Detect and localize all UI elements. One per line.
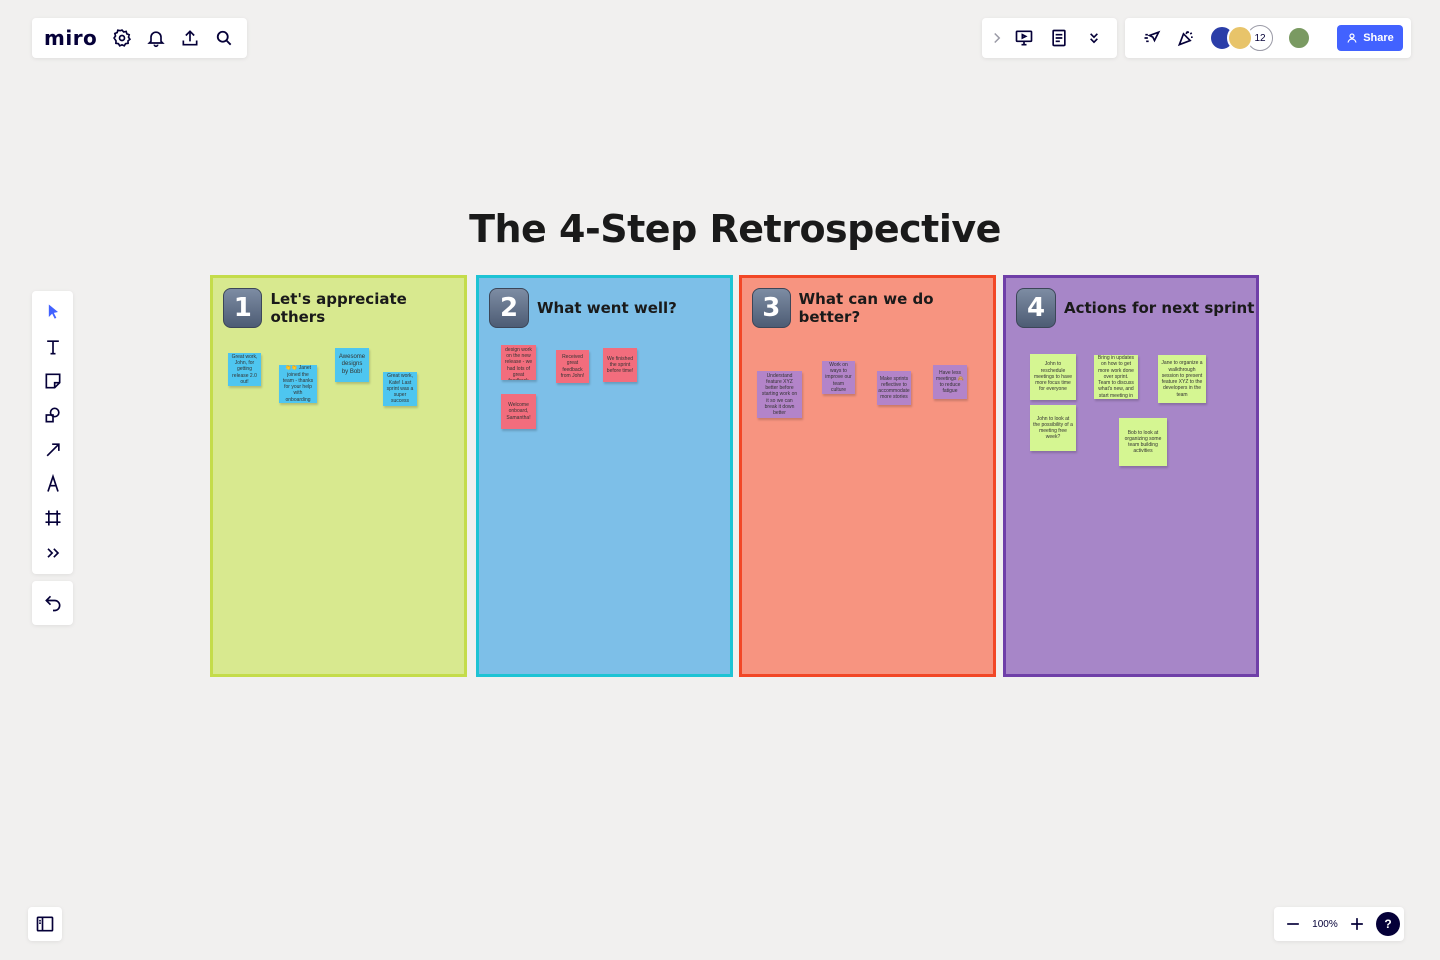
creation-toolbar <box>32 291 73 574</box>
collaborator-avatar[interactable] <box>1227 25 1253 51</box>
plus-icon <box>1351 918 1363 930</box>
step-number-badge[interactable]: 3 <box>752 288 791 328</box>
sticky-note-icon[interactable] <box>36 364 70 398</box>
shapes-icon[interactable] <box>36 398 70 432</box>
sticky-note[interactable]: Awesome designs by Bob! <box>335 348 369 382</box>
board-panel-toggle[interactable] <box>28 907 62 941</box>
sharing-panel: 12 Share <box>1125 18 1411 58</box>
sticky-note[interactable]: Great work, John, for getting release 2.… <box>228 353 261 386</box>
undo-icon[interactable] <box>36 586 70 620</box>
step-number-badge[interactable]: 1 <box>223 288 263 328</box>
board-menu-panel: miro <box>32 18 247 58</box>
sticky-note[interactable]: 👏👏 Janet joined the team - thanks for yo… <box>279 365 317 403</box>
column-header: 2 What went well? <box>489 288 677 328</box>
sidebar-toggle-icon <box>36 916 54 932</box>
retro-column-2[interactable]: 2 What went well? <box>476 275 733 677</box>
connection-line-icon[interactable] <box>36 433 70 467</box>
zoom-panel: 100% ? <box>1274 907 1404 941</box>
sticky-note[interactable]: Work on ways to improve our team culture <box>822 361 855 394</box>
sticky-note[interactable]: John to look at the possibility of a mee… <box>1030 405 1076 451</box>
sticky-note[interactable]: John to reschedule meetings to have more… <box>1030 354 1076 400</box>
share-label: Share <box>1363 32 1394 44</box>
sticky-note[interactable]: Have less meetings 🙈 to reduce fatigue <box>933 365 967 399</box>
sticky-note[interactable]: Understand feature XYZ better before sta… <box>757 371 802 418</box>
sticky-note[interactable]: Great work, Kate! Last sprint was a supe… <box>383 372 417 406</box>
column-header: 4 Actions for next sprint <box>1016 288 1254 328</box>
sticky-note[interactable]: Bring in updates on how to get more work… <box>1094 355 1138 399</box>
share-button[interactable]: Share <box>1337 25 1403 51</box>
help-button[interactable]: ? <box>1376 912 1400 936</box>
sticky-note[interactable]: Awesome design work on the new release -… <box>501 345 536 380</box>
column-title[interactable]: Let's appreciate others <box>270 290 407 326</box>
undo-panel <box>32 581 73 625</box>
zoom-out-button[interactable] <box>1282 907 1304 941</box>
step-number-badge[interactable]: 4 <box>1016 288 1056 328</box>
notes-icon[interactable] <box>1042 21 1076 55</box>
collaborators-group[interactable]: 12 <box>1209 25 1273 51</box>
sticky-note[interactable]: Make sprints reflective to accommodate m… <box>877 371 911 405</box>
celebrate-icon[interactable] <box>1169 21 1203 55</box>
collaboration-panel <box>982 18 1117 58</box>
sticky-note[interactable]: Bob to look at organizing some team buil… <box>1119 418 1167 466</box>
sticky-note[interactable]: We finished the sprint before time! <box>603 348 637 382</box>
column-title[interactable]: What went well? <box>537 299 677 317</box>
presentation-icon[interactable] <box>1007 21 1041 55</box>
miro-logo[interactable]: miro <box>44 26 98 50</box>
frame-icon[interactable] <box>36 501 70 535</box>
minus-icon <box>1287 923 1299 925</box>
text-tool-icon[interactable] <box>36 330 70 364</box>
pen-icon[interactable] <box>36 467 70 501</box>
upload-icon[interactable] <box>173 21 207 55</box>
chevron-right-icon[interactable] <box>988 21 1006 55</box>
sticky-note[interactable]: Received great feedback from John! <box>556 350 589 383</box>
select-cursor-icon[interactable] <box>36 295 70 329</box>
zoom-in-button[interactable] <box>1346 907 1368 941</box>
settings-gear-icon[interactable] <box>105 21 139 55</box>
column-title[interactable]: What can we do better? <box>798 290 934 326</box>
search-icon[interactable] <box>207 21 241 55</box>
cursor-follow-icon[interactable] <box>1135 21 1169 55</box>
step-number-badge[interactable]: 2 <box>489 288 529 328</box>
sticky-note[interactable]: Jane to organize a walkthrough session t… <box>1158 355 1206 403</box>
user-icon <box>1347 33 1357 43</box>
more-tools-icon[interactable] <box>36 536 70 570</box>
bell-icon[interactable] <box>139 21 173 55</box>
board-title[interactable]: The 4-Step Retrospective <box>469 207 1001 251</box>
zoom-level[interactable]: 100% <box>1312 918 1338 930</box>
column-title[interactable]: Actions for next sprint <box>1064 299 1255 317</box>
retro-column-4[interactable]: 4 Actions for next sprint <box>1003 275 1259 677</box>
double-chevron-down-icon[interactable] <box>1077 21 1111 55</box>
current-user-avatar[interactable] <box>1287 26 1311 50</box>
sticky-note[interactable]: Welcome onboard, Samantha! <box>501 394 536 429</box>
